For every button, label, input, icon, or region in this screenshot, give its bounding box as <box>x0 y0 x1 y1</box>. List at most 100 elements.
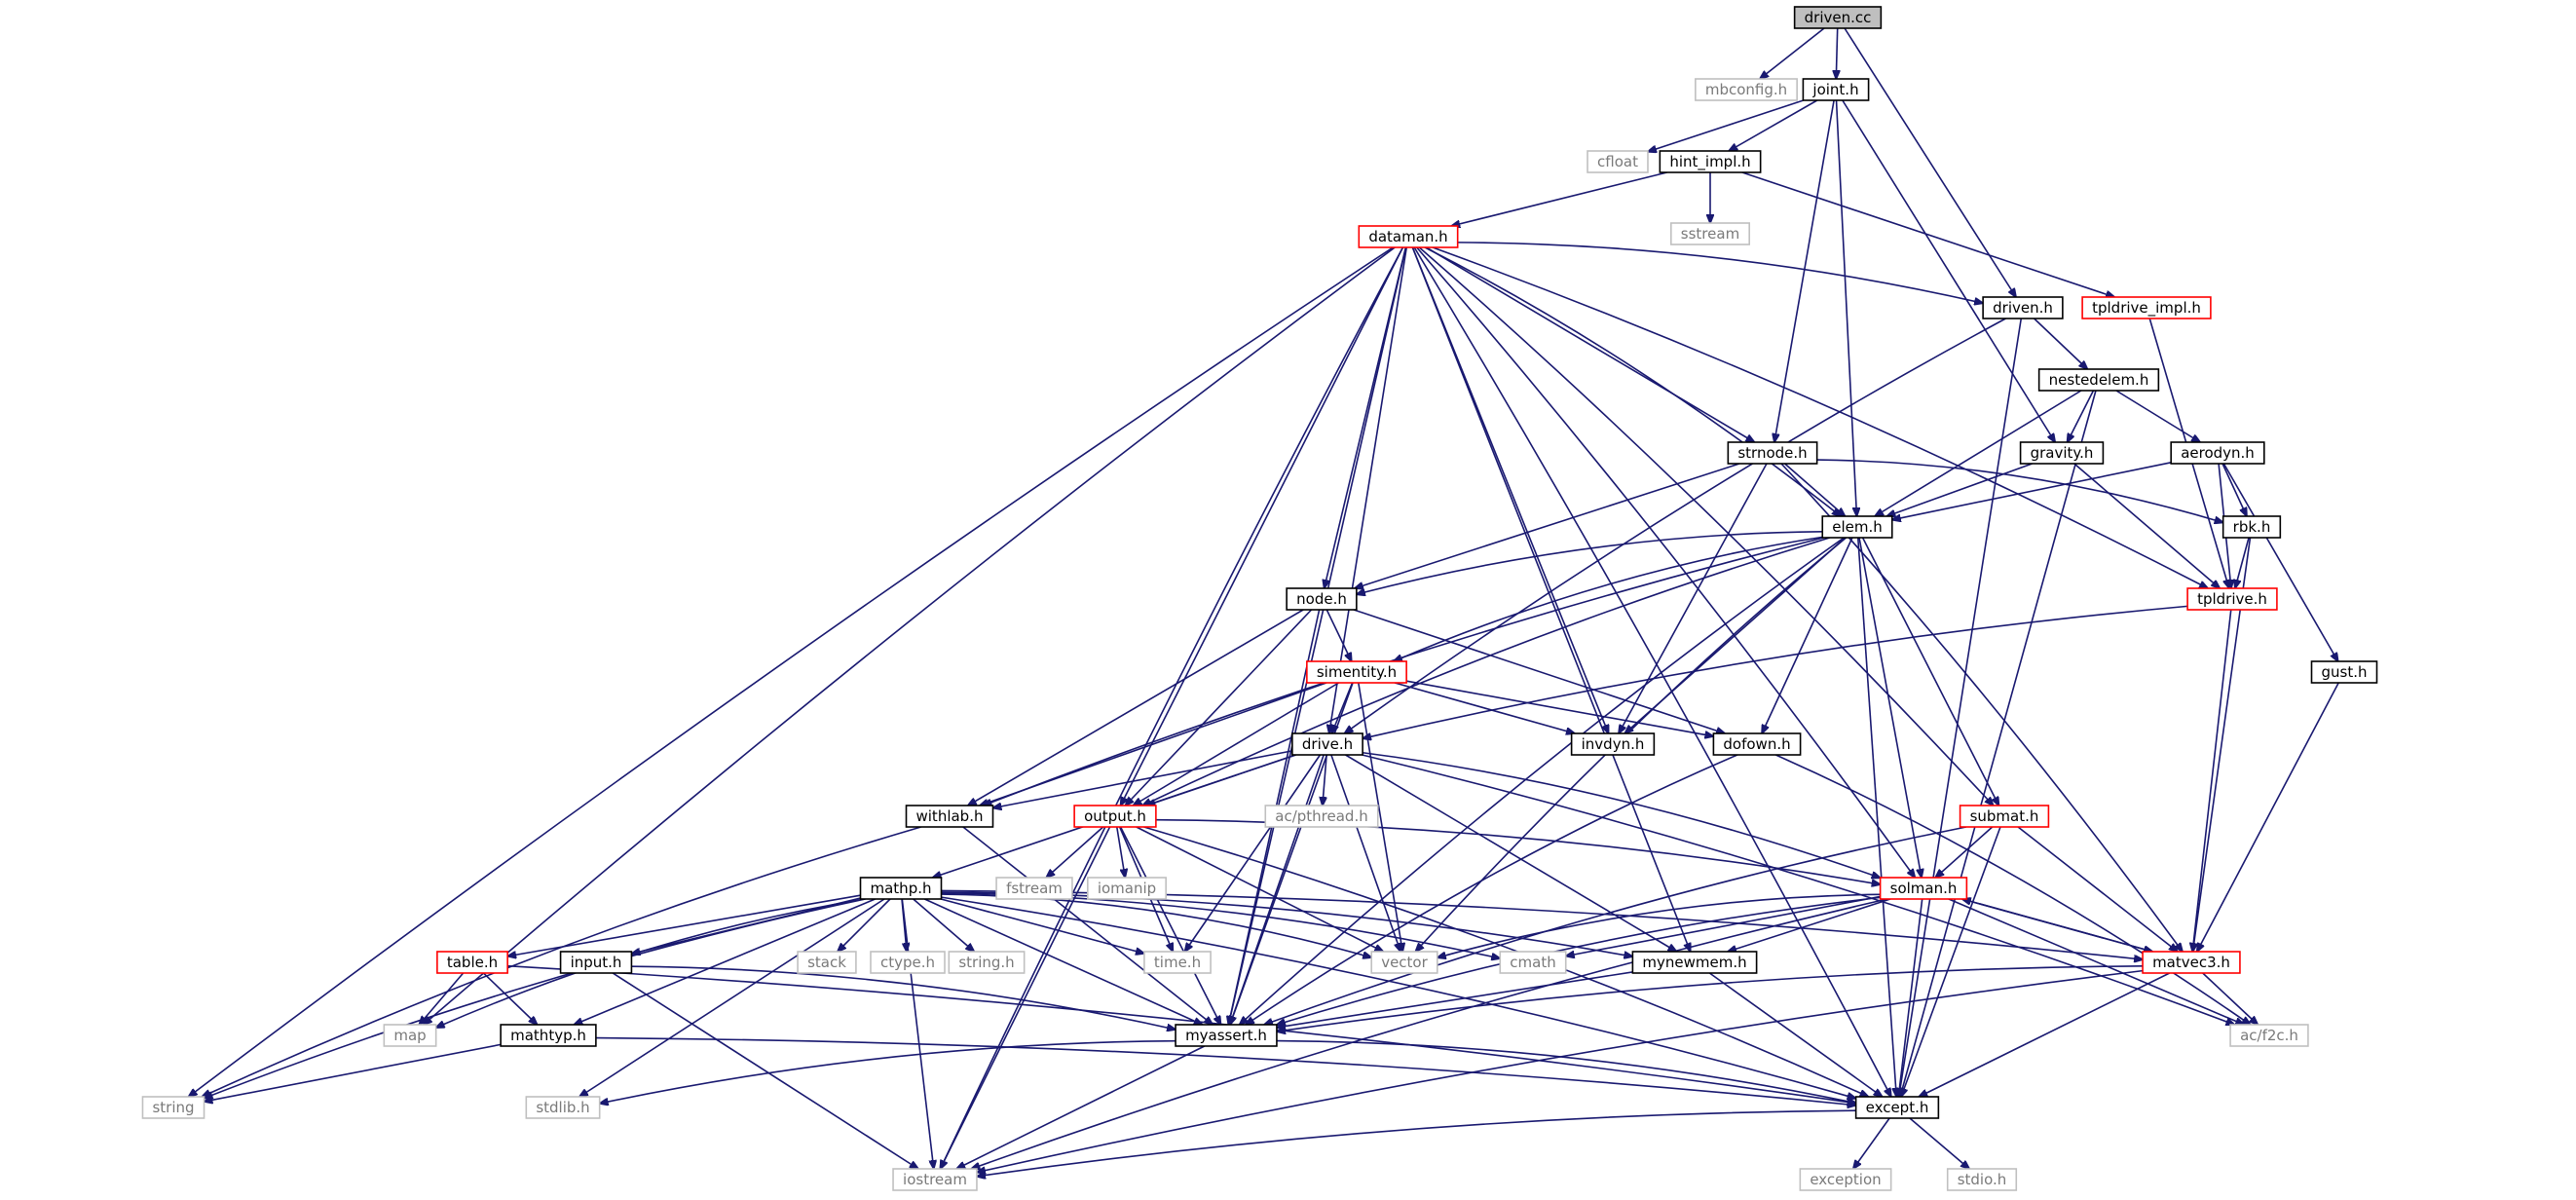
node-box-iostream <box>892 1168 978 1191</box>
node-box-stdio_h <box>1946 1168 2018 1191</box>
edge-dataman_h-to-myassert_h <box>1229 246 1407 1025</box>
node-label-withlab_h: withlab.h <box>916 807 984 825</box>
node-gust_h[interactable]: gust.h <box>2310 660 2378 684</box>
edge-mathp_h-to-stdlib_h <box>579 898 885 1097</box>
edge-driven_h-to-except_h <box>1899 318 2023 1097</box>
node-nestedelem_h[interactable]: nestedelem.h <box>2037 368 2160 392</box>
node-drive_h[interactable]: drive.h <box>1291 732 1363 756</box>
edge-submat_h-to-myassert_h <box>1264 826 1967 1025</box>
edge-nestedelem_h-to-elem_h <box>1875 390 2082 516</box>
node-box-mathp_h <box>859 877 943 900</box>
node-table_h[interactable]: table.h <box>436 951 508 974</box>
edge-myassert_h-to-except_h <box>1276 1039 1856 1104</box>
edge-mathp_h-to-iostream <box>901 898 933 1169</box>
edge-hint_impl_h-to-tpldrive_impl_h <box>1741 171 2114 297</box>
edge-dataman_h-to-tpldrive_h <box>1432 246 2208 588</box>
node-label-dataman_h: dataman.h <box>1368 228 1447 245</box>
node-box-string <box>141 1096 205 1119</box>
node-elem_h[interactable]: elem.h <box>1821 515 1893 539</box>
node-mathp_h[interactable]: mathp.h <box>859 877 943 900</box>
node-box-stack <box>797 951 857 974</box>
node-driven_h[interactable]: driven.h <box>1982 296 2064 319</box>
node-label-rbk_h: rbk.h <box>2233 518 2271 536</box>
node-label-joint_h: joint.h <box>1811 81 1858 98</box>
edge-aerodyn_h-to-gust_h <box>2222 463 2337 661</box>
edge-solman_h-to-myassert_h <box>1277 896 1881 1025</box>
node-rbk_h[interactable]: rbk.h <box>2221 515 2282 539</box>
edge-hint_impl_h-to-dataman_h <box>1451 171 1667 226</box>
edge-node_h-to-output_h <box>1125 609 1313 806</box>
node-hint_impl_h[interactable]: hint_impl.h <box>1659 150 1762 173</box>
node-label-ac_f2c_h: ac/f2c.h <box>2240 1027 2298 1044</box>
node-time_h: time.h <box>1143 951 1212 974</box>
edge-simentity_h-to-withlab_h <box>980 682 1327 806</box>
node-invdyn_h[interactable]: invdyn.h <box>1570 732 1656 756</box>
node-gravity_h[interactable]: gravity.h <box>2019 441 2105 465</box>
edge-node_h-to-simentity_h <box>1325 609 1351 661</box>
node-matvec3_h[interactable]: matvec3.h <box>2142 951 2241 974</box>
edge-dataman_h-to-string <box>189 246 1394 1097</box>
edge-table_h-to-map <box>419 972 465 1025</box>
node-mathtyp_h[interactable]: mathtyp.h <box>500 1024 597 1047</box>
node-label-map: map <box>393 1027 426 1044</box>
node-dofown_h[interactable]: dofown.h <box>1712 732 1802 756</box>
edge-simentity_h-to-dofown_h <box>1405 680 1713 736</box>
node-box-joint_h <box>1802 78 1870 101</box>
node-box-table_h <box>436 951 508 974</box>
node-box-ctype_h <box>870 951 946 974</box>
edge-simentity_h-to-vector <box>1358 682 1402 952</box>
edge-drive_h-to-withlab_h <box>992 750 1293 808</box>
node-submat_h[interactable]: submat.h <box>1959 805 2050 828</box>
edge-nestedelem_h-to-aerodyn_h <box>2115 390 2200 442</box>
edge-drive_h-to-myassert_h <box>1230 754 1325 1025</box>
edge-dataman_h-to-iostream <box>941 246 1404 1169</box>
edge-joint_h-to-cfloat <box>1648 99 1804 152</box>
node-label-iomanip: iomanip <box>1098 880 1156 897</box>
node-solman_h[interactable]: solman.h <box>1879 877 1968 900</box>
node-box-drive_h <box>1291 732 1363 756</box>
edge-dataman_h-to-submat_h <box>1418 246 1993 806</box>
node-except_h[interactable]: except.h <box>1854 1096 1940 1119</box>
node-tpldrive_impl_h[interactable]: tpldrive_impl.h <box>2081 296 2212 319</box>
node-stack: stack <box>797 951 857 974</box>
node-joint_h[interactable]: joint.h <box>1802 78 1870 101</box>
node-label-nestedelem_h: nestedelem.h <box>2049 371 2149 389</box>
node-simentity_h[interactable]: simentity.h <box>1306 660 1407 684</box>
node-aerodyn_h[interactable]: aerodyn.h <box>2170 441 2265 465</box>
node-myassert_h[interactable]: myassert.h <box>1175 1024 1278 1047</box>
node-withlab_h[interactable]: withlab.h <box>905 805 994 828</box>
edge-mynewmem_h-to-myassert_h <box>1277 971 1633 1028</box>
edge-simentity_h-to-invdyn_h <box>1394 682 1575 733</box>
edge-nestedelem_h-to-gravity_h <box>2068 390 2095 442</box>
node-box-invdyn_h <box>1570 732 1656 756</box>
node-input_h[interactable]: input.h <box>559 951 633 974</box>
node-node_h[interactable]: node.h <box>1286 587 1358 611</box>
node-tpldrive_h[interactable]: tpldrive.h <box>2186 587 2278 611</box>
edge-input_h-to-iostream <box>612 972 918 1169</box>
node-box-tpldrive_h <box>2186 587 2278 611</box>
edge-output_h-to-except_h <box>1143 826 1869 1097</box>
node-box-strnode_h <box>1727 441 1818 465</box>
node-output_h[interactable]: output.h <box>1073 805 1157 828</box>
node-strnode_h[interactable]: strnode.h <box>1727 441 1818 465</box>
node-label-dofown_h: dofown.h <box>1723 735 1790 753</box>
node-box-dataman_h <box>1358 225 1459 248</box>
node-label-sstream: sstream <box>1681 225 1739 243</box>
node-dataman_h[interactable]: dataman.h <box>1358 225 1459 248</box>
edge-mathp_h-to-string_h <box>913 898 975 952</box>
node-box-solman_h <box>1879 877 1968 900</box>
edge-node_h-to-dofown_h <box>1353 609 1725 733</box>
edge-dofown_h-to-myassert_h <box>1246 754 1738 1025</box>
node-box-hint_impl_h <box>1659 150 1762 173</box>
node-mynewmem_h[interactable]: mynewmem.h <box>1631 951 1758 974</box>
node-label-table_h: table.h <box>447 954 498 971</box>
edge-nestedelem_h-to-except_h <box>1900 390 2097 1097</box>
node-stdlib_h: stdlib.h <box>525 1096 601 1119</box>
edge-joint_h-to-strnode_h <box>1774 99 1835 442</box>
edge-dataman_h-to-map <box>424 246 1396 1025</box>
node-label-mynewmem_h: mynewmem.h <box>1642 954 1746 971</box>
node-cfloat: cfloat <box>1587 150 1649 173</box>
edge-matvec3_h-to-solman_h <box>1962 899 2153 953</box>
node-driven_cc[interactable]: driven.cc <box>1793 6 1883 29</box>
node-label-time_h: time.h <box>1154 954 1201 971</box>
